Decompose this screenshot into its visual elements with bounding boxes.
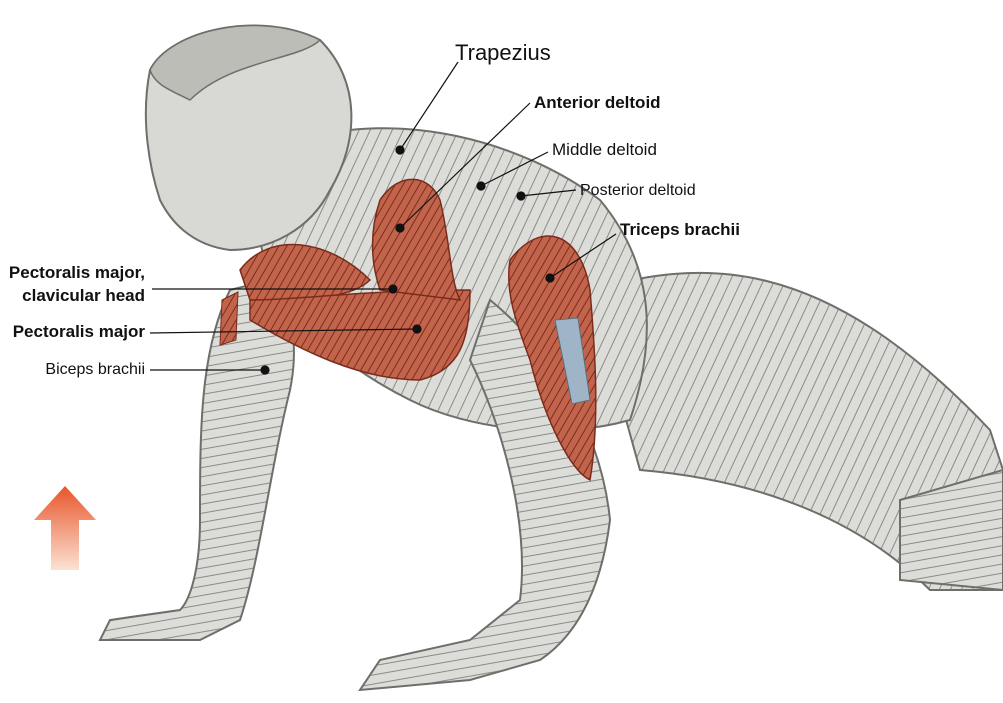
label-pectoralis-major: Pectoralis major	[13, 322, 145, 342]
label-biceps-brachii: Biceps brachii	[45, 361, 145, 379]
label-middle-deltoid: Middle deltoid	[552, 140, 657, 160]
label-anterior-deltoid: Anterior deltoid	[534, 93, 661, 113]
up-arrow-icon	[34, 486, 96, 570]
label-pec-clavicular-line1: Pectoralis major,	[9, 263, 145, 283]
label-posterior-deltoid: Posterior deltoid	[580, 182, 696, 200]
label-trapezius: Trapezius	[455, 40, 551, 66]
label-triceps-brachii: Triceps brachii	[620, 220, 740, 240]
label-pec-clavicular-line2: clavicular head	[22, 286, 145, 306]
biceps-muscle	[220, 292, 238, 345]
